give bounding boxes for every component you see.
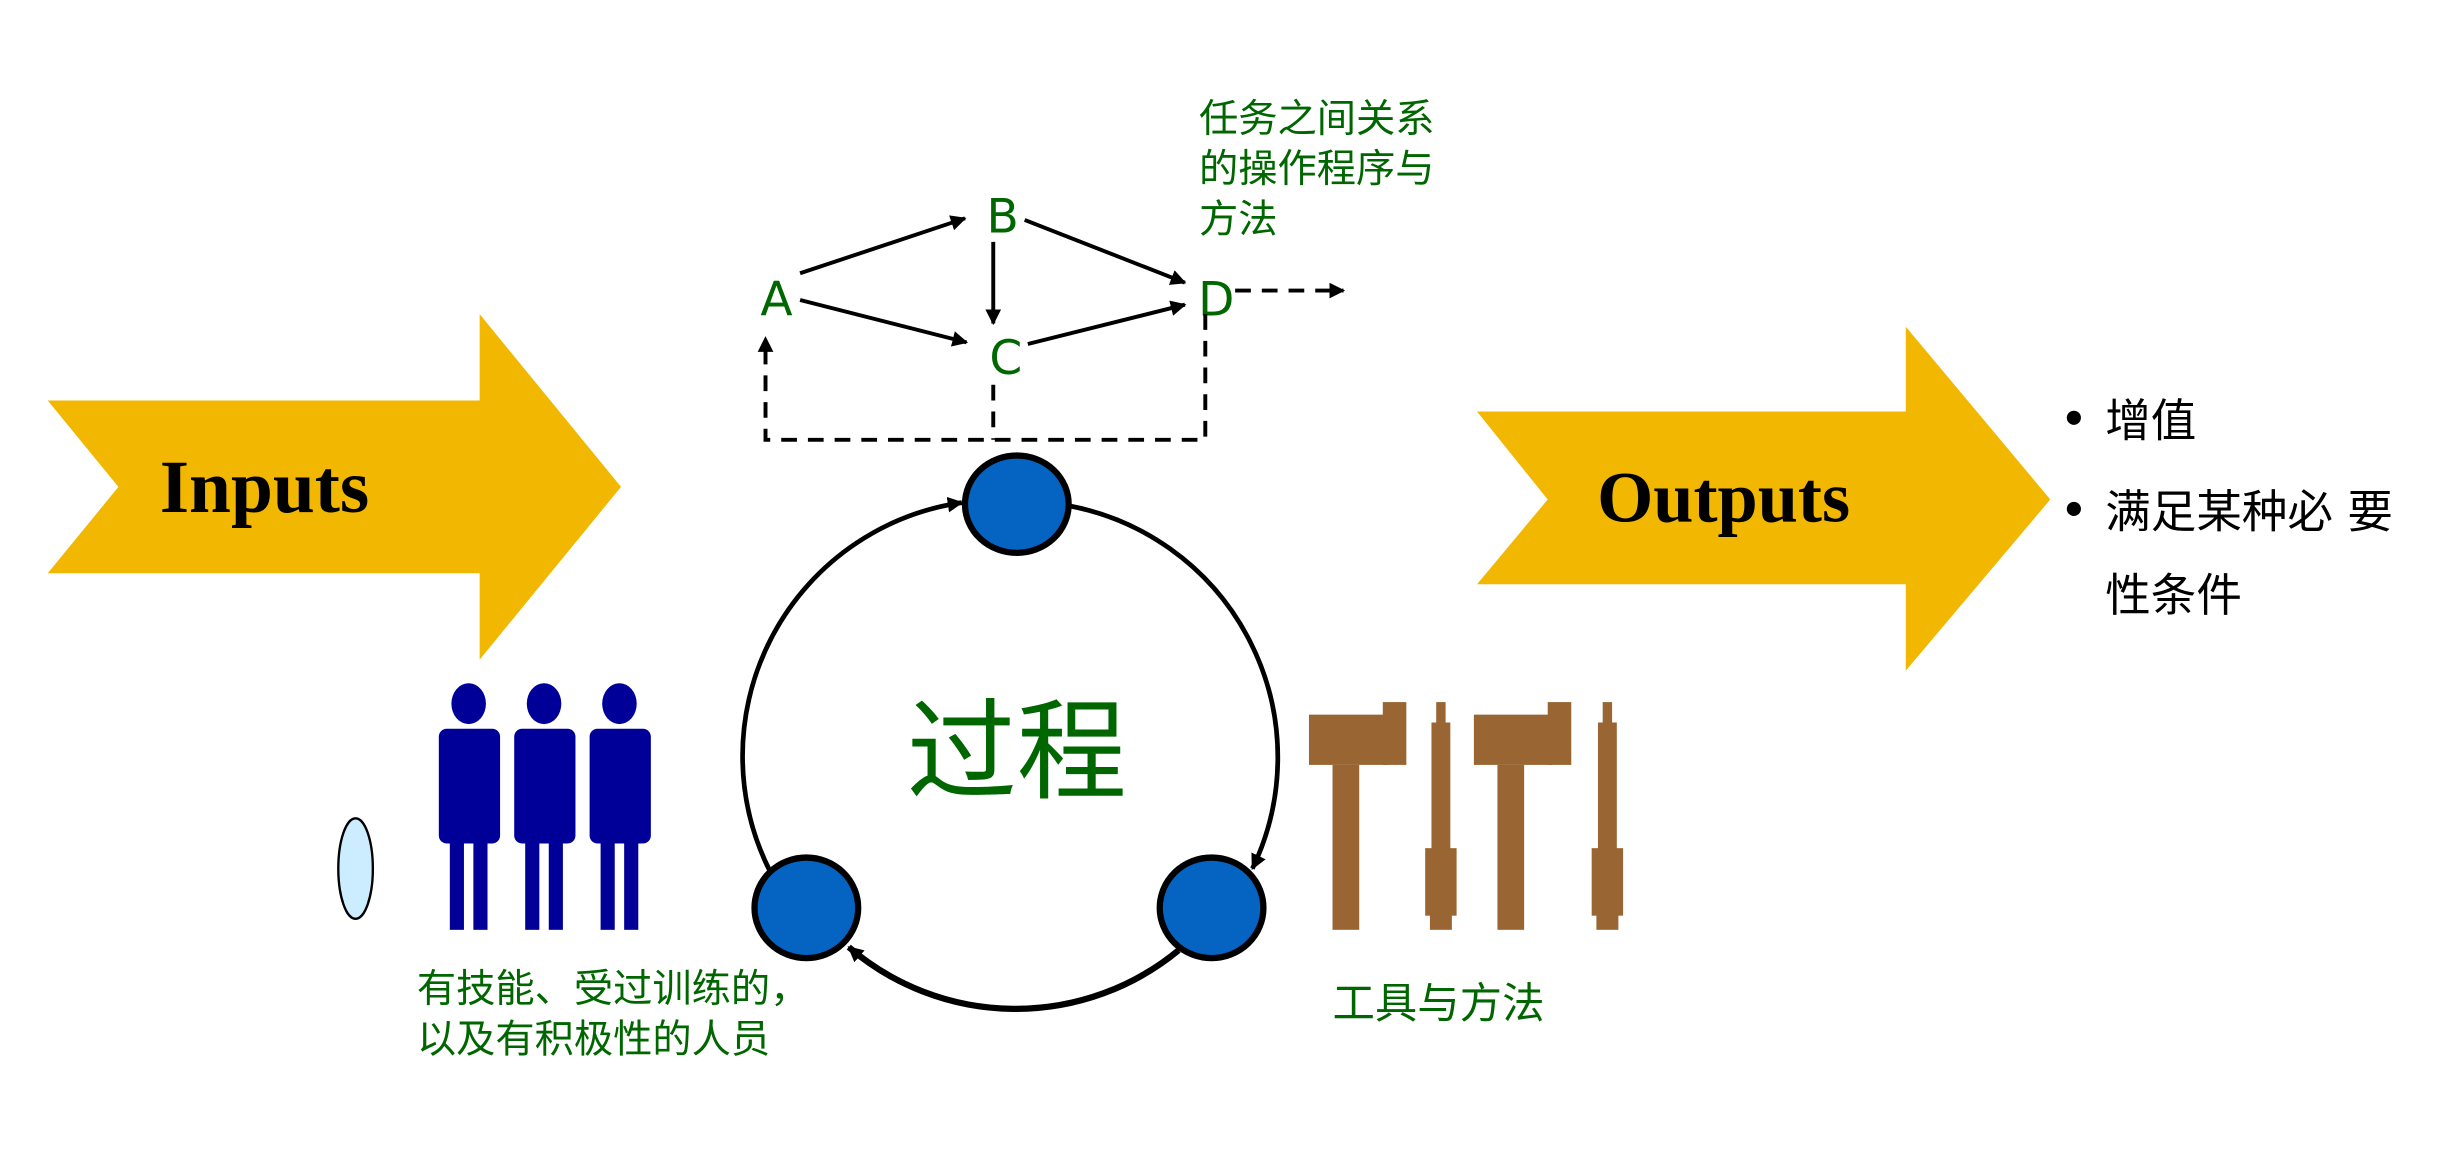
- screwdriver-icon: [1425, 702, 1457, 930]
- cycle-node-right: [1156, 854, 1267, 962]
- node-b: B: [987, 189, 1019, 244]
- people-icon: [438, 683, 651, 930]
- bullet-value-add: 增值: [2105, 395, 2196, 448]
- person-icon: [438, 683, 501, 930]
- edge-b-d: [1023, 218, 1187, 285]
- bullet-icon: [2066, 501, 2081, 516]
- tools-icon: [1308, 702, 1624, 930]
- inputs-label: Inputs: [160, 446, 370, 529]
- cycle-arc-right: [1068, 503, 1281, 870]
- outputs-label: Outputs: [1597, 457, 1850, 537]
- person-icon: [514, 683, 576, 930]
- edge-a-b: [799, 215, 967, 276]
- node-c: C: [989, 331, 1022, 386]
- lens-icon: [337, 817, 375, 921]
- edge-a-c: [799, 298, 969, 347]
- bullet-requirements: 满足某种必 要: [2105, 486, 2393, 539]
- screwdriver-icon: [1591, 702, 1624, 930]
- people-caption: 有技能、受过训练的， 以及有积极性的人员: [417, 967, 822, 1062]
- feedback-loop: [757, 314, 1208, 442]
- hammer-icon: [1308, 702, 1407, 930]
- cycle-node-left: [751, 854, 862, 962]
- hammer-icon: [1473, 702, 1572, 930]
- edge-c-d: [1027, 300, 1187, 346]
- process-label: 过程: [907, 688, 1127, 816]
- cycle-node-top: [961, 452, 1072, 557]
- cycle-arc-bottom: [846, 944, 1181, 1012]
- node-a: A: [760, 273, 792, 328]
- graph-annotation: 任务之间关系 的操作程序与 方法: [1199, 97, 1447, 243]
- task-graph: A B C D 任务之间关系 的操作程序与 方法: [757, 97, 1447, 442]
- outputs-arrow: Outputs: [1477, 326, 2051, 671]
- bullet-requirements-cont: 性条件: [2105, 569, 2242, 622]
- bullet-icon: [2066, 410, 2081, 425]
- person-icon: [589, 683, 651, 930]
- cycle-arc-left: [740, 496, 964, 873]
- output-bullets: 增值 满足某种必 要 性条件: [2066, 395, 2393, 622]
- inputs-arrow: Inputs: [47, 314, 622, 660]
- process-cycle: 过程: [740, 452, 1281, 1012]
- tools-caption: 工具与方法: [1333, 979, 1545, 1028]
